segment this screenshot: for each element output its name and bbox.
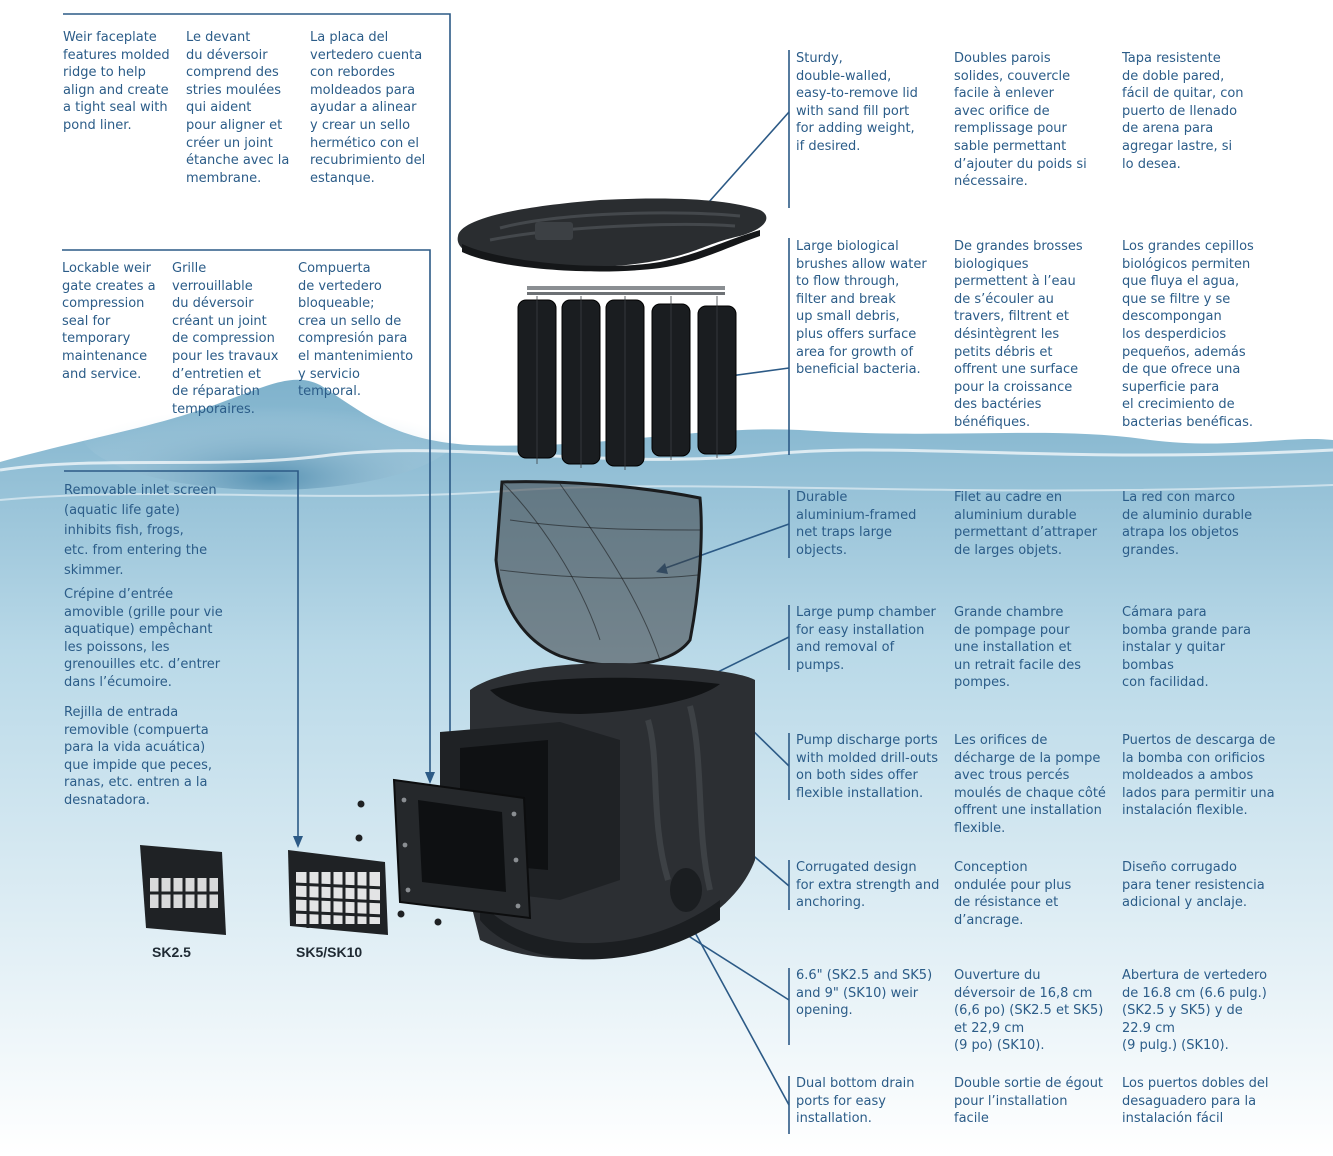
faceplate-text-en: Weir faceplate features molded ridge to … — [63, 30, 170, 133]
net-text-en: Durable aluminium-framed net traps large… — [796, 490, 917, 558]
discharge-text-en: Pump discharge ports with molded drill-o… — [796, 733, 939, 801]
pump-chamber-text-fr: Grande chambre de pompage pour une insta… — [954, 605, 1081, 691]
drain-text-en: Dual bottom drain ports for easy install… — [796, 1076, 915, 1127]
net-text-es: La red con marco de aluminio durable atr… — [1122, 490, 1253, 558]
weir-gate-text-es: Compuerta de vertedero bloqueable; crea … — [298, 261, 414, 400]
sk5-sk10-label: SK5/SK10 — [296, 944, 363, 960]
pump-chamber-text-en: Large pump chamber for easy installation… — [796, 605, 936, 673]
brushes-text-fr: De grandes brosses biologiques permetten… — [954, 239, 1083, 430]
lid-text-es: Tapa resistente de doble pared, fácil de… — [1122, 51, 1244, 172]
inlet-screen-text-es: Rejilla de entrada removible (compuerta … — [64, 705, 213, 808]
weir-opening-text-en: 6.6" (SK2.5 and SK5) and 9" (SK10) weir … — [796, 968, 933, 1019]
pump-chamber-text-es: Cámara para bomba grande para instalar y… — [1122, 605, 1251, 691]
corrugated-text-fr: Conception ondulée pour plus de résistan… — [954, 860, 1072, 928]
weir-gate-text-fr: Grille verrouillable du déversoir créant… — [172, 261, 279, 417]
weir-faceplate — [392, 778, 532, 920]
brushes-text-en: Large biological brushes allow water to … — [796, 239, 927, 378]
drain-text-fr: Double sortie de égout pour l’installati… — [954, 1076, 1104, 1127]
faceplate-text-es: La placa del vertedero cuenta con rebord… — [310, 30, 426, 186]
inlet-screen-text-fr: Crépine d’entrée amovible (grille pour v… — [64, 587, 223, 690]
lid-text-fr: Doubles parois solides, couvercle facile… — [954, 51, 1087, 190]
aluminium-net — [494, 480, 703, 667]
brushes-text-es: Los grandes cepillos biológicos permiten… — [1122, 239, 1254, 430]
discharge-text-es: Puertos de descarga de la bomba con orif… — [1122, 733, 1276, 819]
weir-opening-text-es: Abertura de vertedero de 16.8 cm (6.6 pu… — [1122, 968, 1268, 1054]
sk25-label: SK2.5 — [152, 944, 191, 960]
biological-brushes — [517, 286, 737, 470]
drain-text-es: Los puertos dobles del desaguadero para … — [1122, 1076, 1269, 1127]
skimmer-lid — [457, 198, 767, 272]
net-text-fr: Filet au cadre en aluminium durable perm… — [954, 490, 1098, 558]
weir-gate-text-en: Lockable weir gate creates a compression… — [62, 261, 156, 382]
corrugated-text-es: Diseño corrugado para tener resistencia … — [1122, 860, 1265, 911]
inlet-screen-sk25 — [140, 845, 226, 935]
lid-text-en: Sturdy, double-walled, easy-to-remove li… — [796, 51, 918, 154]
corrugated-text-en: Corrugated design for extra strength and… — [796, 860, 940, 911]
inlet-screen-sk5-sk10 — [288, 850, 388, 935]
discharge-text-fr: Les orifices de décharge de la pompe ave… — [954, 733, 1106, 836]
weir-opening-text-fr: Ouverture du déversoir de 16,8 cm (6,6 p… — [954, 968, 1104, 1054]
faceplate-text-fr: Le devant du déversoir comprend des stri… — [186, 30, 290, 186]
inlet-screen-text-en: Removable inlet screen (aquatic life gat… — [64, 483, 217, 578]
